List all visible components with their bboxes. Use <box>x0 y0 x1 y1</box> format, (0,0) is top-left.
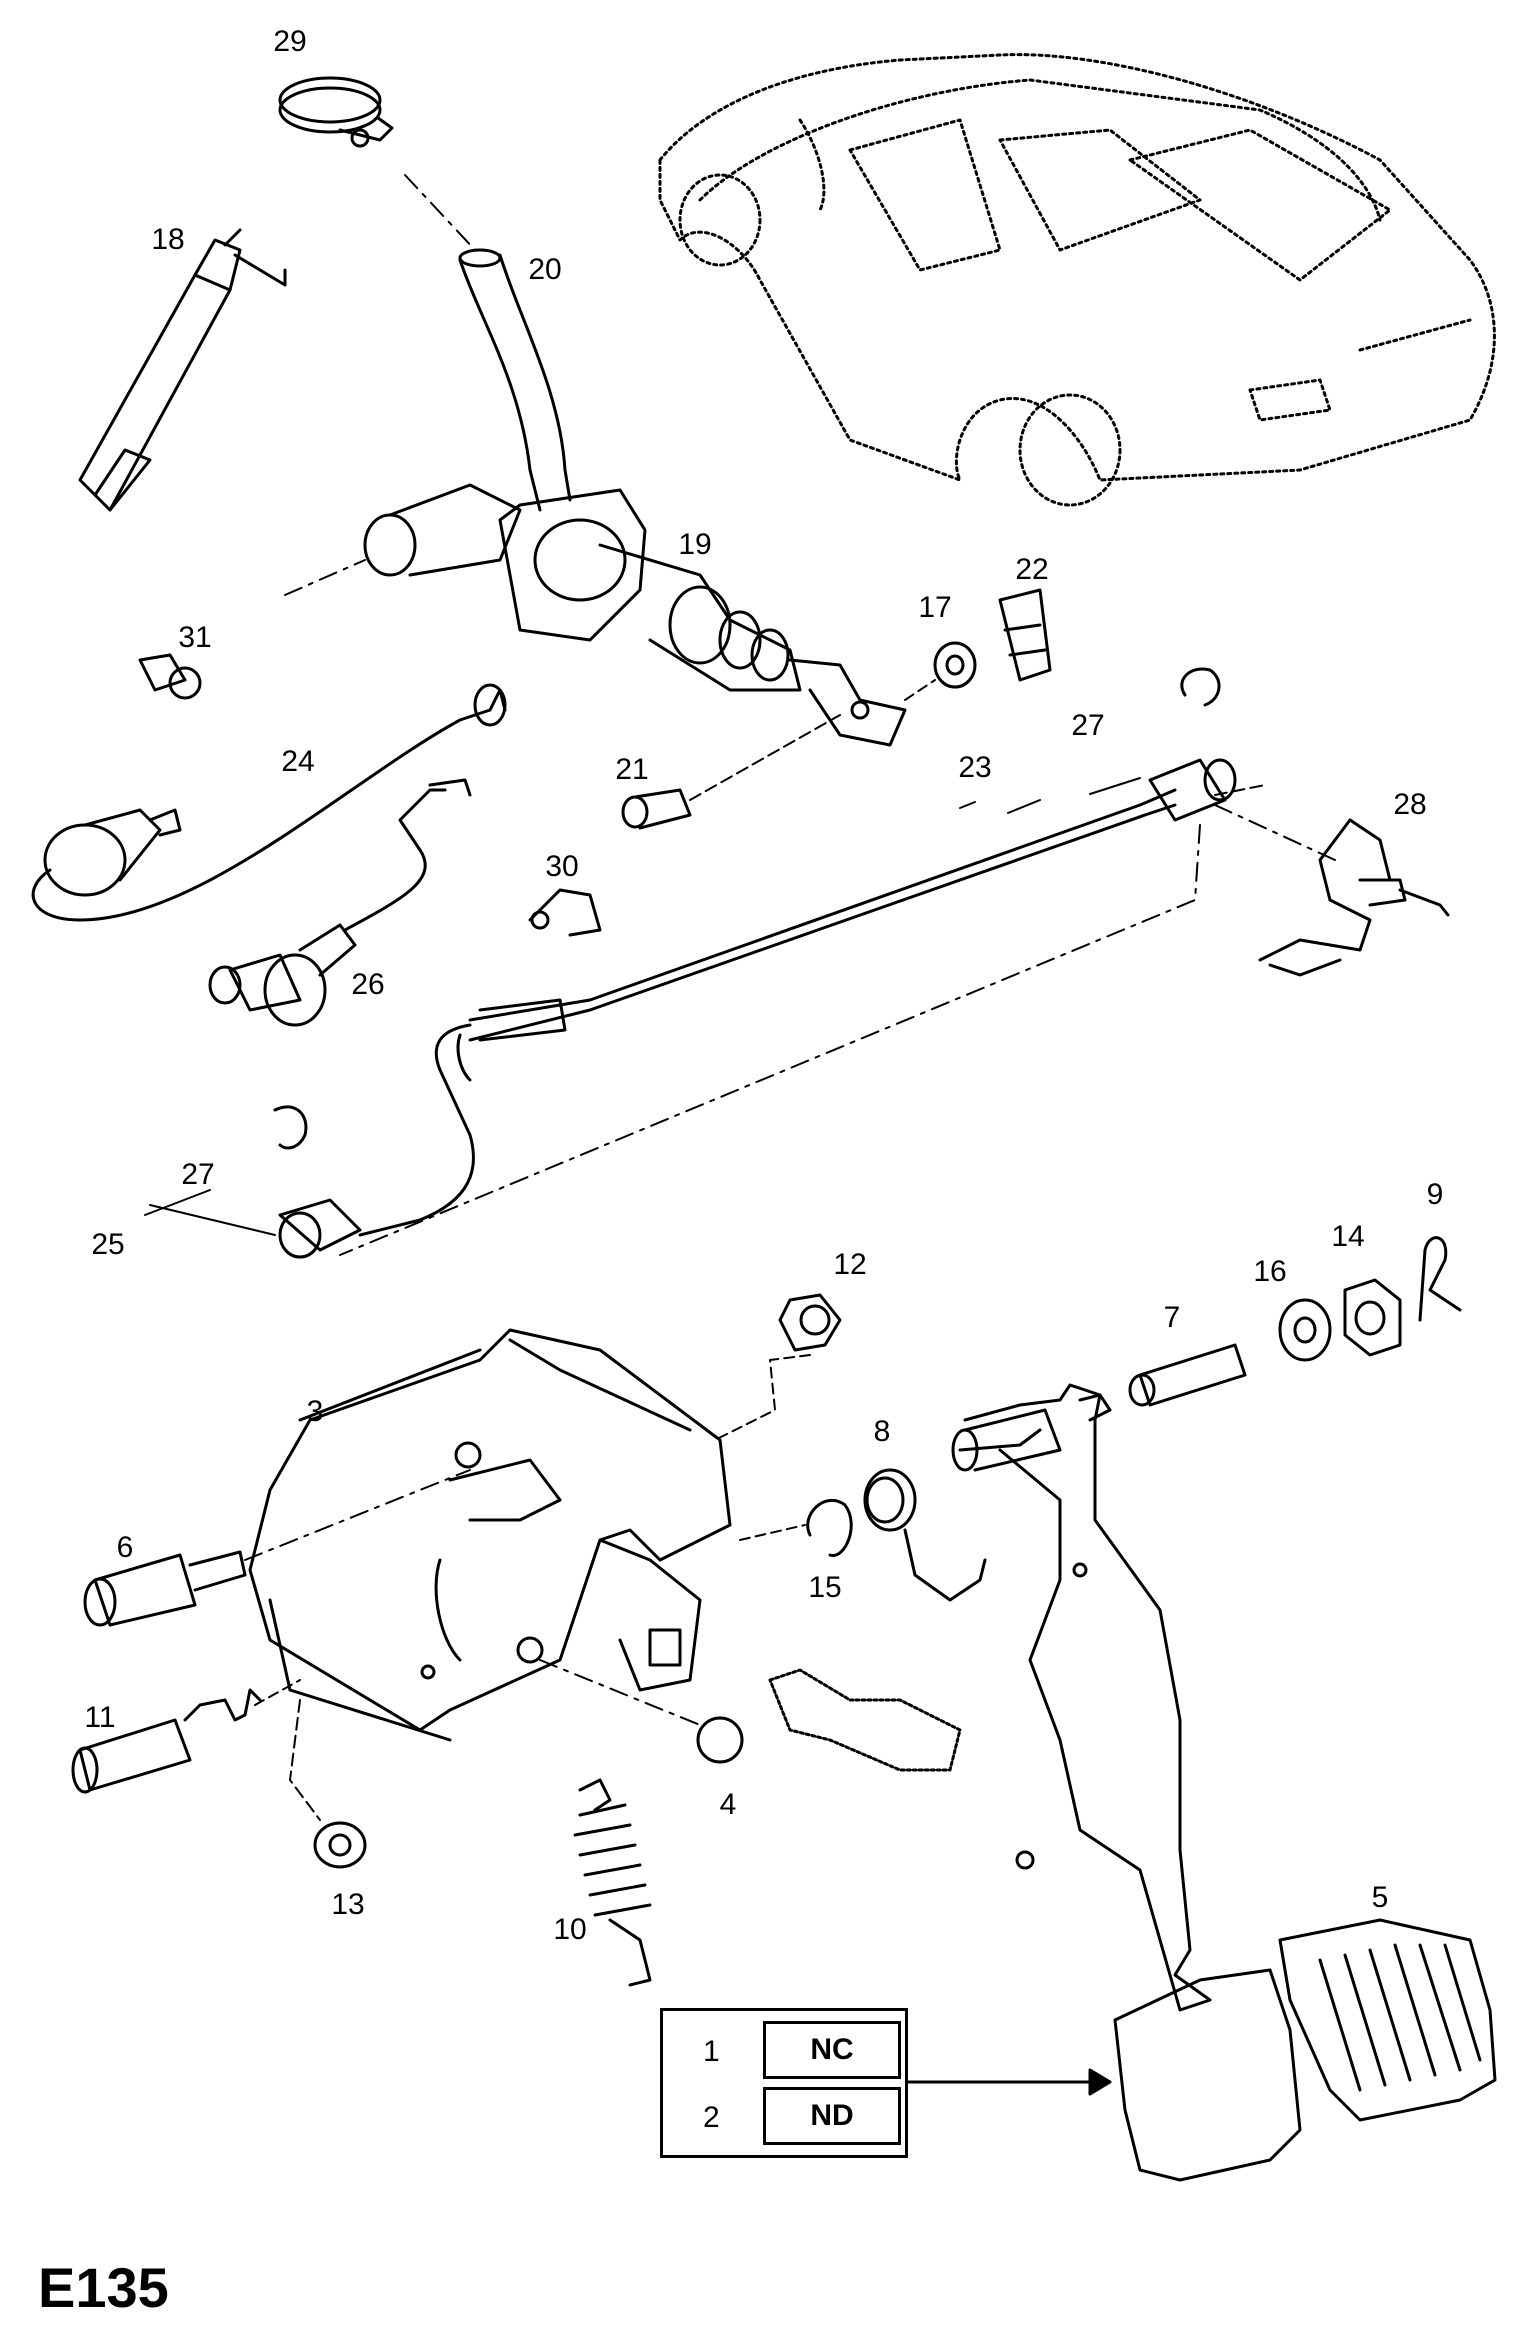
callout-23: 23 <box>958 751 992 784</box>
callout-4: 4 <box>719 1788 737 1821</box>
callout-15: 15 <box>808 1571 842 1604</box>
pedal-rubber-5 <box>1278 1918 1497 2122</box>
variant-number-2: 2 <box>703 2101 720 2134</box>
callout-29: 29 <box>273 25 307 58</box>
callout-30: 30 <box>545 850 579 883</box>
nut-13 <box>313 1821 367 1869</box>
clutch-line-23 <box>278 758 1237 1259</box>
callout-19: 19 <box>678 528 712 561</box>
washer-17 <box>933 641 977 689</box>
pivot-bolt-11 <box>71 1688 262 1794</box>
stop-4 <box>696 1716 744 1764</box>
clip-30 <box>528 888 602 937</box>
spring-10 <box>573 1778 652 1987</box>
callout-20: 20 <box>528 253 562 286</box>
callout-7: 7 <box>1163 1301 1181 1334</box>
callout-22: 22 <box>1015 553 1049 586</box>
bush-7 <box>1128 1343 1247 1407</box>
nut-12 <box>778 1293 842 1352</box>
pin-9 <box>1418 1236 1462 1322</box>
variant-number-1: 1 <box>703 2035 720 2068</box>
pedal-bracket-3 <box>248 1328 732 1742</box>
pin-21 <box>621 788 692 830</box>
callout-24: 24 <box>281 745 315 778</box>
bolt-31 <box>138 653 202 700</box>
bracket-28 <box>1258 818 1450 977</box>
callout-14: 14 <box>1331 1220 1365 1253</box>
pedal-pad <box>1113 1968 1302 2182</box>
callout-10: 10 <box>553 1913 587 1946</box>
callout-21: 21 <box>615 753 649 786</box>
callout-25: 25 <box>91 1228 125 1261</box>
spring-8 <box>863 1468 987 1602</box>
car-outline <box>658 53 1496 507</box>
switch-26 <box>208 778 472 1027</box>
circlip-27-top <box>1180 667 1221 707</box>
callout-16: 16 <box>1253 1255 1287 1288</box>
clip-22 <box>998 588 1052 682</box>
callout-27-top: 27 <box>1071 709 1105 742</box>
clutch-pedal-arm <box>951 1383 1212 2012</box>
diagram-code: E135 <box>38 2256 169 2319</box>
callout-28: 28 <box>1393 788 1427 821</box>
nut-14 <box>1343 1278 1402 1357</box>
callout-8: 8 <box>873 1415 891 1448</box>
clip-15 <box>806 1498 853 1557</box>
callout-17: 17 <box>918 591 952 624</box>
variant-inset: 1 NC 2 ND <box>660 2008 908 2158</box>
callout-26: 26 <box>351 968 385 1001</box>
hose-clamp-29 <box>278 76 394 148</box>
callout-27-bottom: 27 <box>181 1158 215 1191</box>
callout-12: 12 <box>833 1248 867 1281</box>
hose-20 <box>458 248 572 512</box>
callout-31: 31 <box>178 621 212 654</box>
switch-24 <box>31 683 507 922</box>
callout-13: 13 <box>331 1888 365 1921</box>
variant-code-nc: NC <box>763 2021 901 2079</box>
callout-5: 5 <box>1371 1881 1389 1914</box>
stop-switch <box>768 1668 962 1772</box>
leader-lines <box>144 777 1141 1236</box>
callout-3: 3 <box>306 1395 324 1428</box>
master-cylinder-19 <box>363 483 907 747</box>
grease-tube-18 <box>78 228 287 512</box>
callout-18: 18 <box>151 223 185 256</box>
callout-9: 9 <box>1426 1178 1444 1211</box>
callout-6: 6 <box>116 1531 134 1564</box>
callout-11: 11 <box>84 1701 116 1734</box>
variant-code-nd: ND <box>763 2087 901 2145</box>
washer-16 <box>1278 1298 1332 1362</box>
stop-bolt-6 <box>83 1550 247 1627</box>
circlip-27-bottom <box>273 1105 308 1150</box>
